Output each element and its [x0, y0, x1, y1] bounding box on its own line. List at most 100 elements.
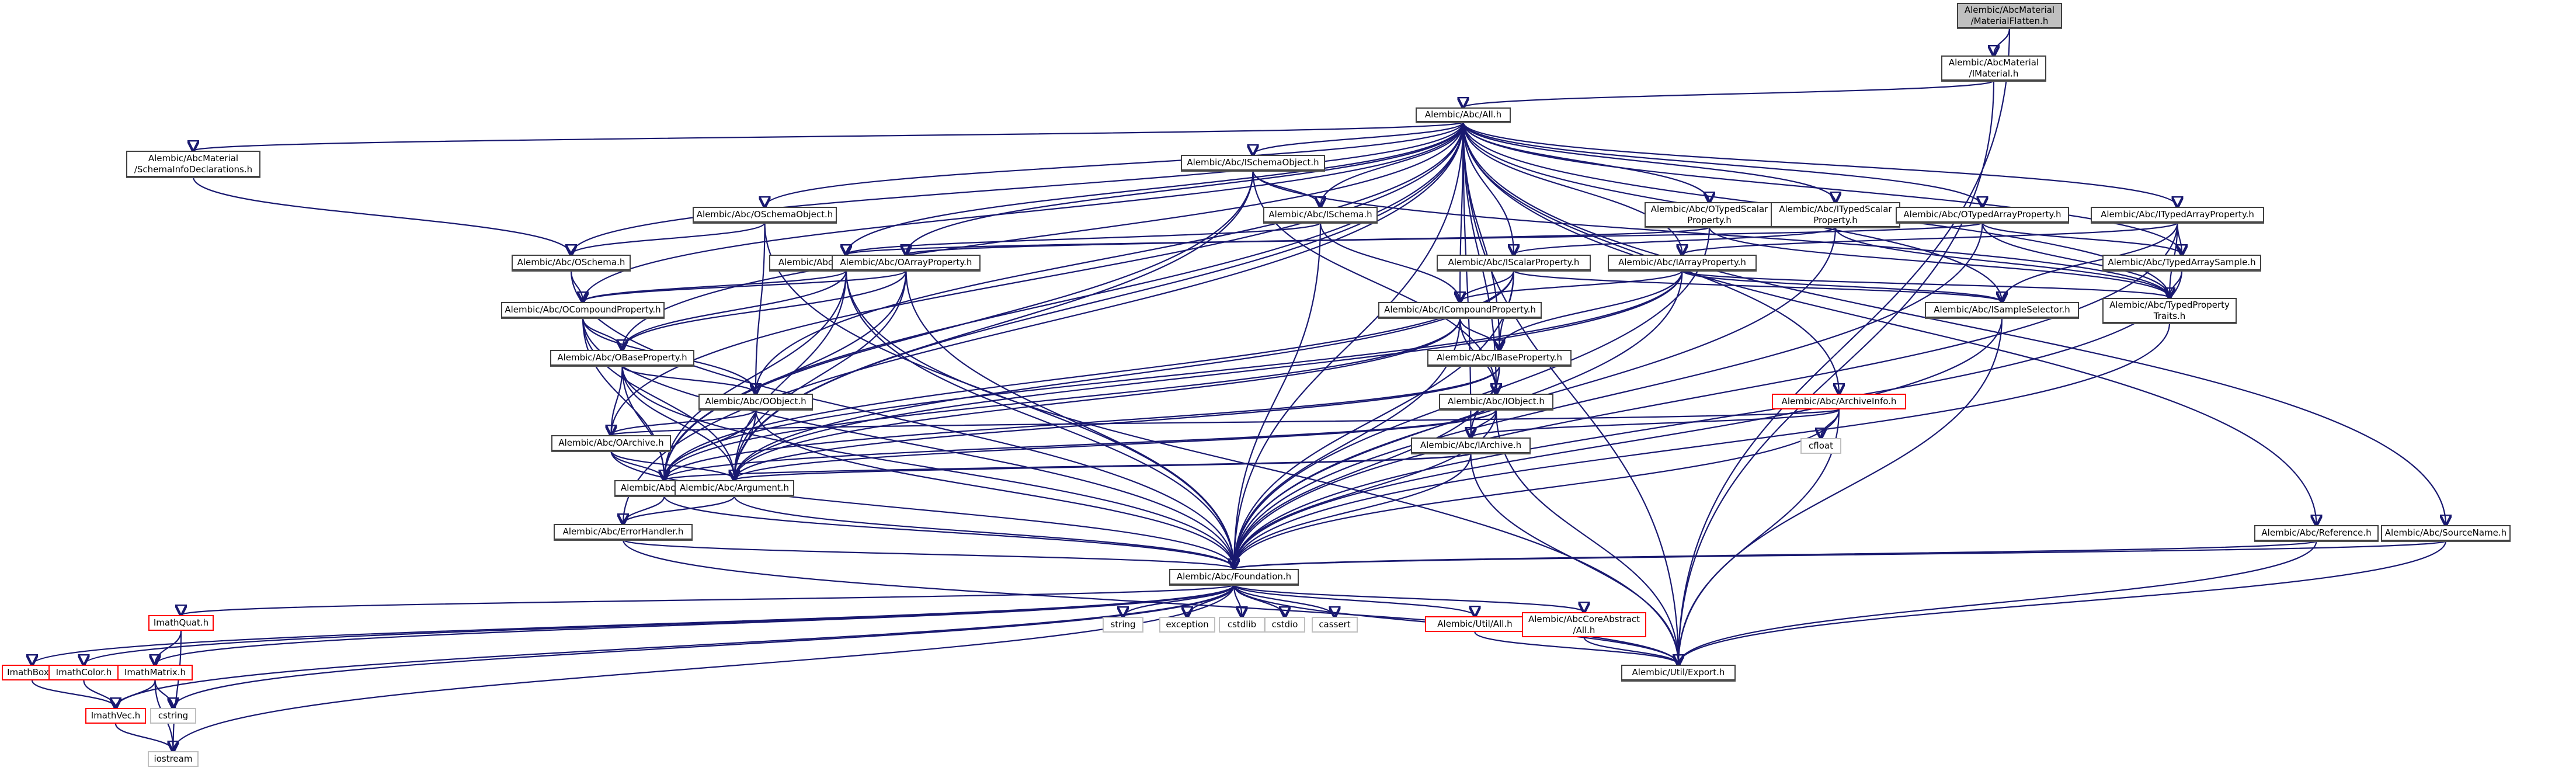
node-oschema[interactable]: Alembic/Abc/OSchema.h	[512, 255, 631, 270]
node-typedproptraits[interactable]: Alembic/Abc/TypedProperty Traits.h	[2102, 298, 2237, 323]
node-itypedscalar[interactable]: Alembic/Abc/ITypedScalar Property.h	[1771, 202, 1900, 227]
edge-oscalarprop-to-obaseprop	[623, 270, 847, 350]
edge-oarchive-to-argument	[610, 450, 735, 480]
edge-isampleselector-to-foundation	[1234, 317, 2003, 569]
edge-ischemaobject-to-argument	[735, 170, 1254, 480]
node-isampleselector[interactable]: Alembic/Abc/ISampleSelector.h	[1925, 302, 2079, 318]
node-argument[interactable]: Alembic/Abc/Argument.h	[675, 480, 794, 496]
edge-abc-all-to-ischema	[1320, 121, 1464, 207]
node-oarchive[interactable]: Alembic/Abc/OArchive.h	[551, 435, 671, 451]
node-foundation[interactable]: Alembic/Abc/Foundation.h	[1169, 569, 1299, 585]
edge-foundation-to-util-all	[1233, 584, 1475, 616]
edge-foundation-to-imathmatrix	[155, 584, 1235, 665]
edge-sourcename-to-foundation	[1234, 540, 2447, 569]
node-oschemaobject[interactable]: Alembic/Abc/OSchemaObject.h	[693, 207, 837, 223]
node-iarrayprop[interactable]: Alembic/Abc/IArrayProperty.h	[1608, 255, 1757, 270]
node-reference[interactable]: Alembic/Abc/Reference.h	[2254, 525, 2379, 541]
node-icompoundprop[interactable]: Alembic/Abc/ICompoundProperty.h	[1378, 302, 1542, 318]
edge-abc-all-to-oarchive	[611, 121, 1464, 435]
node-archiveinfo[interactable]: Alembic/Abc/ArchiveInfo.h	[1772, 394, 1906, 409]
node-oarrayprop[interactable]: Alembic/Abc/OArrayProperty.h	[832, 255, 981, 270]
edge-iobject-to-argument	[735, 409, 1497, 480]
edge-iscalarprop-to-isampleselector	[1513, 269, 2002, 302]
edge-ischema-to-icompoundprop	[1319, 222, 1460, 302]
edge-oschemaobject-to-oobject	[756, 222, 766, 394]
node-util-all[interactable]: Alembic/Util/All.h	[1425, 616, 1525, 632]
node-imathmatrix[interactable]: ImathMatrix.h	[117, 665, 193, 680]
node-errorhandler[interactable]: Alembic/Abc/ErrorHandler.h	[554, 524, 693, 540]
edge-oscalarprop-to-argument	[735, 270, 847, 480]
edge-imaterial-to-abc-all	[1463, 79, 1995, 107]
node-ischemaobject[interactable]: Alembic/Abc/ISchemaObject.h	[1181, 155, 1325, 171]
node-materialflatten[interactable]: Alembic/AbcMaterial /MaterialFlatten.h	[1957, 3, 2062, 28]
edge-obaseprop-to-base	[621, 365, 665, 480]
edge-otypedarray-to-foundation	[1234, 222, 1983, 569]
node-imaterial[interactable]: Alembic/AbcMaterial /IMaterial.h	[1941, 55, 2046, 81]
edge-ischema-to-oscalarprop	[846, 221, 1322, 255]
node-ocompoundprop[interactable]: Alembic/Abc/OCompoundProperty.h	[501, 302, 665, 318]
edge-itypedarray-to-iarrayprop	[1682, 221, 2178, 255]
edge-imathquat-to-iostream	[173, 630, 182, 751]
node-oobject[interactable]: Alembic/Abc/OObject.h	[698, 394, 813, 409]
node-schemainfodecl[interactable]: Alembic/AbcMaterial /SchemaInfoDeclarati…	[126, 151, 260, 177]
edge-obaseprop-to-foundation	[621, 365, 1235, 569]
node-obaseprop[interactable]: Alembic/Abc/OBaseProperty.h	[550, 350, 694, 366]
edge-abc-all-to-ischemaobject	[1253, 121, 1464, 155]
edge-oobject-to-argument	[735, 409, 757, 480]
node-iscalarprop[interactable]: Alembic/Abc/IScalarProperty.h	[1437, 255, 1591, 270]
node-iostream: iostream	[148, 751, 199, 767]
edge-itypedscalar-to-typedproptraits	[1834, 227, 2170, 298]
node-imathvec[interactable]: ImathVec.h	[85, 708, 146, 724]
edge-materialflatten-to-imaterial	[1994, 27, 2011, 55]
edge-imathmatrix-to-imathvec	[116, 680, 156, 708]
edge-oobject-to-base	[665, 409, 757, 480]
edge-iarchive-to-util-export	[1470, 453, 1679, 665]
edge-abc-all-to-iarchive	[1462, 121, 1471, 437]
edge-materialflatten-to-util-export	[1678, 27, 2011, 665]
edge-otypedscalar-to-typedproptraits	[1708, 227, 2170, 298]
edge-oscalarprop-to-ocompoundprop	[583, 270, 847, 302]
edge-oarrayprop-to-argument	[735, 270, 907, 480]
node-iobject[interactable]: Alembic/Abc/IObject.h	[1439, 394, 1553, 409]
edge-abc-all-to-sourcename	[1462, 121, 2446, 525]
node-string: string	[1103, 617, 1143, 633]
edge-iarrayprop-to-isampleselector	[1681, 269, 2003, 302]
node-itypedarray[interactable]: Alembic/Abc/ITypedArrayProperty.h	[2091, 207, 2264, 223]
node-cstdio: cstdio	[1264, 617, 1305, 633]
edge-imathbox-to-imathvec	[31, 680, 116, 708]
edge-imathmatrix-to-cstring	[154, 680, 173, 708]
edge-oarrayprop-to-obaseprop	[623, 270, 907, 350]
edge-oobject-to-oarchive	[611, 409, 757, 435]
edge-oarrayprop-to-foundation	[905, 270, 1235, 569]
edge-iscalarprop-to-foundation	[1234, 270, 1515, 569]
edge-oobject-to-foundation	[755, 409, 1234, 569]
edge-base-to-foundation	[663, 495, 1235, 569]
edge-reference-to-foundation	[1234, 540, 2317, 569]
edge-iarrayprop-to-base	[665, 270, 1683, 480]
node-otypedarray[interactable]: Alembic/Abc/OTypedArrayProperty.h	[1896, 207, 2069, 223]
edge-abc-all-to-otypedarray	[1462, 121, 1983, 207]
edge-itypedarray-to-typedarraysample	[2178, 222, 2182, 255]
edge-abc-all-to-schemainfodecl	[193, 121, 1464, 151]
edge-argument-to-foundation	[733, 495, 1235, 569]
node-iarchive[interactable]: Alembic/Abc/IArchive.h	[1411, 437, 1531, 453]
node-abccoreabstract-all[interactable]: Alembic/AbcCoreAbstract /All.h	[1522, 612, 1646, 637]
edge-iarchive-to-argument	[735, 452, 1472, 480]
node-abc-all[interactable]: Alembic/Abc/All.h	[1416, 107, 1511, 122]
node-imathcolor[interactable]: ImathColor.h	[48, 665, 119, 680]
node-ibaseprop[interactable]: Alembic/Abc/IBaseProperty.h	[1427, 350, 1572, 366]
edge-oschemaobject-to-oschema	[571, 222, 766, 255]
node-util-export[interactable]: Alembic/Util/Export.h	[1621, 665, 1736, 680]
node-sourcename[interactable]: Alembic/Abc/SourceName.h	[2381, 525, 2511, 541]
node-cstring: cstring	[150, 708, 196, 724]
node-cstdlib: cstdlib	[1219, 617, 1265, 633]
edge-typedproptraits-to-foundation	[1234, 322, 2171, 569]
edge-imathquat-to-imathmatrix	[155, 630, 182, 665]
node-typedarraysample[interactable]: Alembic/Abc/TypedArraySample.h	[2102, 255, 2261, 270]
edge-iarrayprop-to-icompoundprop	[1460, 270, 1683, 302]
node-imathquat[interactable]: ImathQuat.h	[148, 615, 214, 631]
node-otypedscalar[interactable]: Alembic/Abc/OTypedScalar Property.h	[1645, 202, 1774, 227]
node-ischema[interactable]: Alembic/Abc/ISchema.h	[1263, 207, 1378, 223]
edge-foundation-to-imathquat	[181, 584, 1235, 615]
